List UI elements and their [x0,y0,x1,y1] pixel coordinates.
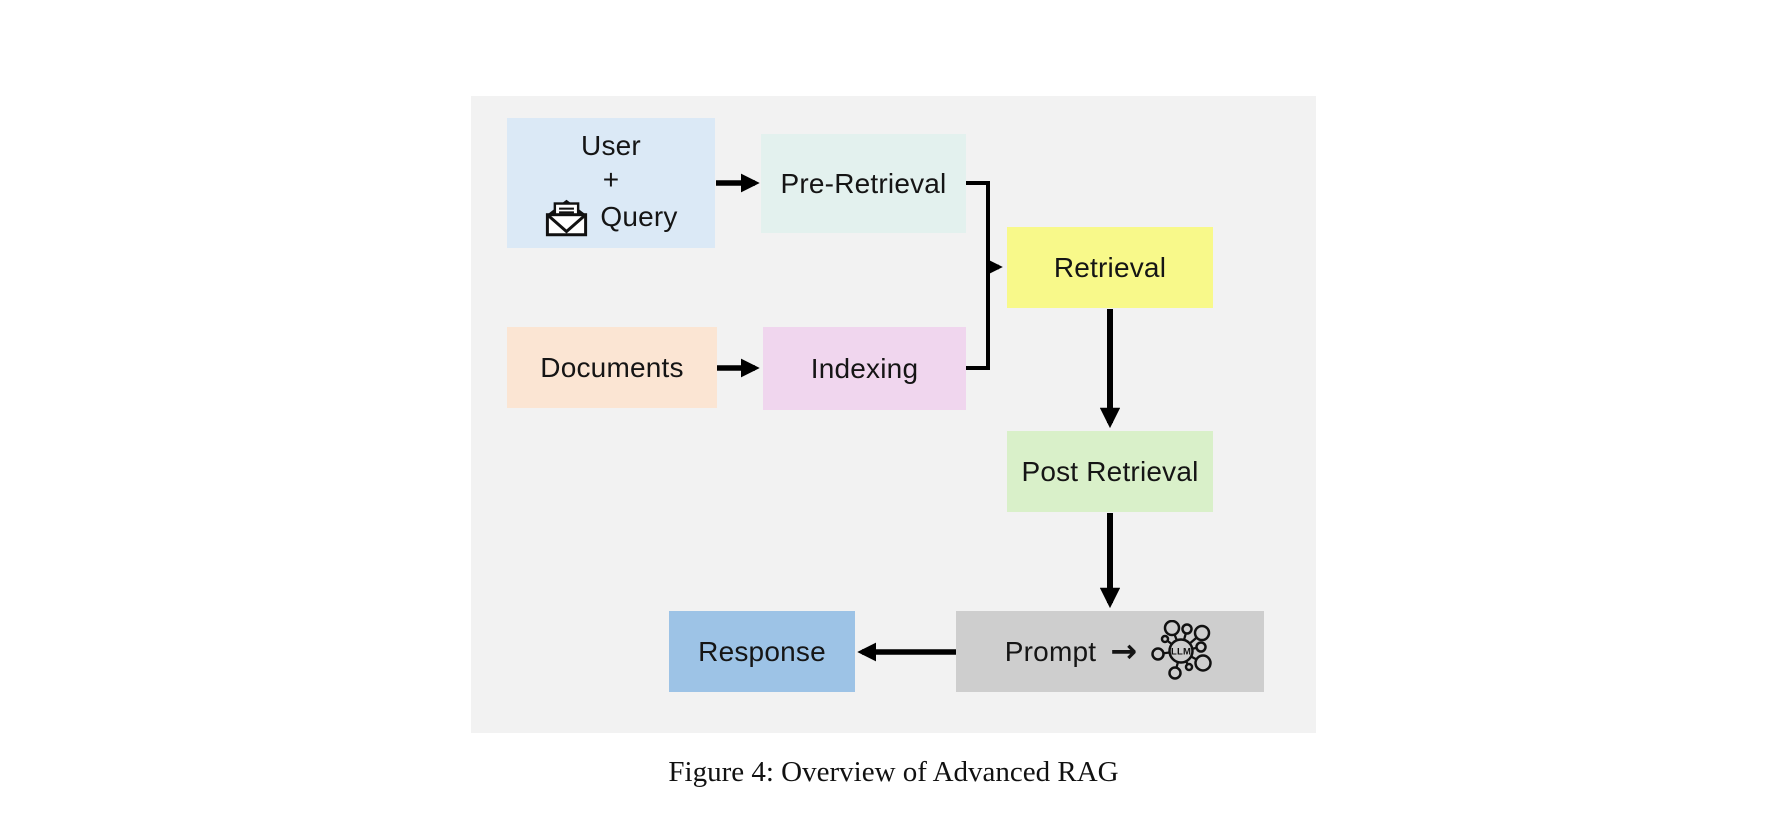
open-mail-icon [546,199,588,236]
node-indexing: Indexing [763,327,966,410]
retrieval-label: Retrieval [1053,251,1167,283]
pre-retrieval-label: Pre-Retrieval [780,167,947,199]
llm-icon-label: LLM [1171,646,1191,657]
user-query-line2: + [602,163,620,195]
documents-label: Documents [540,351,684,383]
response-label: Response [698,635,826,667]
node-prompt: Prompt → [956,611,1264,692]
indexing-label: Indexing [810,352,919,384]
node-post-retrieval: Post Retrieval [1007,431,1213,512]
node-documents: Documents [507,327,717,408]
node-user-query: User + Query [507,118,715,248]
user-query-line1: User [581,129,641,161]
post-retrieval-label: Post Retrieval [1021,455,1199,487]
user-query-line3: Query [600,201,678,232]
figure-caption: Figure 4: Overview of Advanced RAG [668,756,1119,788]
node-pre-retrieval: Pre-Retrieval [761,134,966,233]
llm-network-icon: LLM [1151,619,1212,680]
right-arrow-glyph: → [1110,631,1138,670]
node-response: Response [669,611,855,692]
node-retrieval: Retrieval [1007,227,1213,308]
prompt-label: Prompt [1004,635,1097,667]
